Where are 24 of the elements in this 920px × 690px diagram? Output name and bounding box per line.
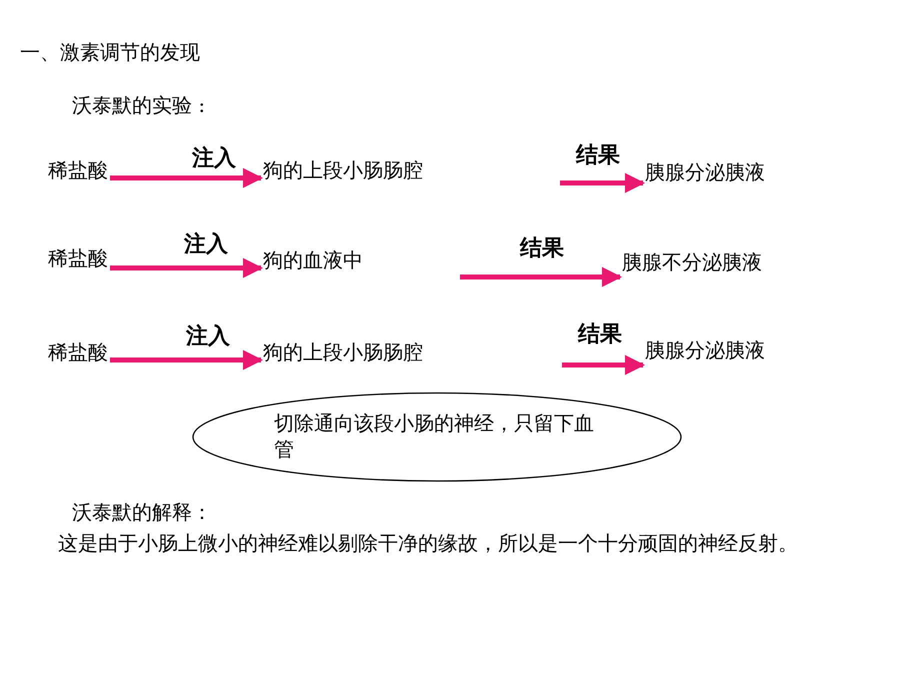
arrow <box>560 173 645 193</box>
subheading: 沃泰默的解释： <box>72 500 212 524</box>
step-text: 狗的上段小肠肠腔 <box>263 158 423 182</box>
step-text: 胰腺不分泌胰液 <box>622 250 762 274</box>
explanation-text: 这是由于小肠上微小的神经难以剔除干净的缘故，所以是一个十分顽固的神经反射。 <box>58 530 799 557</box>
edge-label: 注入 <box>190 146 238 172</box>
step-text: 狗的上段小肠肠腔 <box>263 340 423 364</box>
step-text: 稀盐酸 <box>48 340 108 364</box>
arrow <box>562 355 645 375</box>
arrow <box>110 258 263 278</box>
step-text: 稀盐酸 <box>48 158 108 182</box>
arrow <box>110 168 263 188</box>
arrow <box>110 350 263 370</box>
step-text: 狗的血液中 <box>263 248 363 272</box>
edge-label: 注入 <box>184 324 232 350</box>
step-text: 胰腺分泌胰液 <box>645 338 765 362</box>
title: 一、激素调节的发现 <box>20 40 200 64</box>
note-text: 切除通向该段小肠的神经，只留下血管 <box>274 410 595 462</box>
edge-label: 注入 <box>182 232 230 258</box>
subheading: 沃泰默的实验 : <box>72 93 206 117</box>
step-text: 稀盐酸 <box>48 246 108 270</box>
note-ellipse <box>192 392 682 482</box>
arrow <box>460 267 622 287</box>
step-text: 胰腺分泌胰液 <box>645 160 765 184</box>
